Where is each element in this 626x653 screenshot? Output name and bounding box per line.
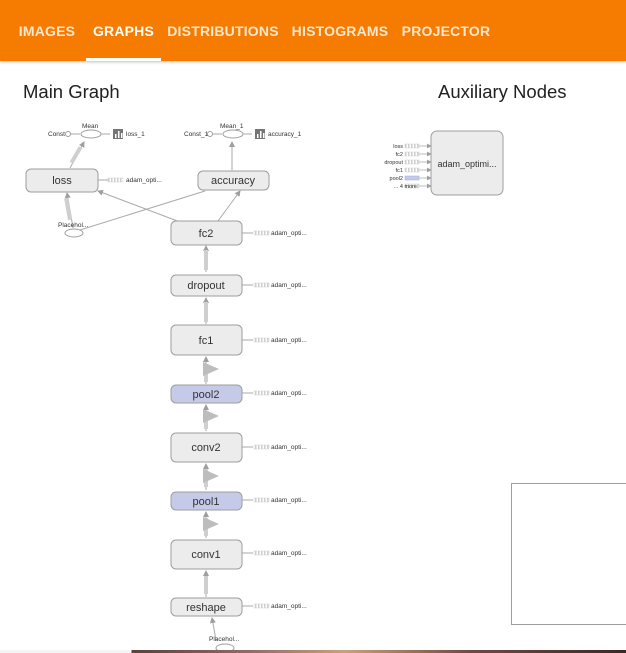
edge-shape-marker (204, 250, 208, 270)
control-dependency-marker (253, 603, 270, 609)
pool2-node-label: pool2 (193, 389, 220, 401)
reshape-node-label: reshape (186, 602, 226, 614)
edge-shape-marker (69, 146, 83, 164)
dropout-node-label: dropout (187, 280, 224, 292)
pool1-node[interactable] (170, 491, 243, 511)
adam-opti-conv1-label: adam_opti... (271, 550, 307, 557)
aux-input-label: fc1 (396, 168, 403, 174)
auxiliary-nodes-title: Auxiliary Nodes (438, 81, 567, 102)
dropout-node[interactable] (170, 274, 243, 297)
conv2-node[interactable] (170, 432, 243, 463)
control-dependency-marker (253, 497, 270, 503)
adam-optimizer-node-label: adam_optimi... (437, 159, 496, 169)
loss-node[interactable] (25, 168, 99, 193)
mean-op-node[interactable] (80, 129, 102, 139)
control-dependency-marker (253, 444, 270, 450)
edge-placeholder-reshape (209, 617, 217, 641)
bottom-edge-strip (0, 650, 626, 653)
adam-opti-conv2-label: adam_opti... (271, 444, 307, 451)
pool1-node-label: pool1 (193, 496, 220, 508)
graph-canvas[interactable]: loss accuracy fc2 dropout fc1 pool2 conv… (0, 61, 626, 653)
adam-optimizer-node[interactable] (430, 130, 504, 196)
conv2-node-label: conv2 (191, 442, 220, 454)
aux-input-label: ... 4 more (394, 184, 417, 190)
adam-opti-pool2-label: adam_opti... (271, 390, 307, 397)
placeholder-label: Placehol... (58, 222, 89, 229)
tab-distributions[interactable]: DISTRIBUTIONS (167, 22, 279, 39)
reshape-node[interactable] (170, 597, 243, 617)
top-navigation-bar: IMAGES GRAPHS DISTRIBUTIONS HISTOGRAMS P… (0, 0, 626, 61)
adam-opti-reshape-label: adam_opti... (271, 603, 307, 610)
tab-images[interactable]: IMAGES (18, 22, 76, 39)
conv1-node-label: conv1 (191, 549, 220, 561)
control-dependency-marker (253, 550, 270, 556)
accuracy-node-label: accuracy (211, 175, 256, 187)
const-1-op-node[interactable] (207, 131, 213, 137)
control-dependency-marker (253, 337, 270, 343)
edge-fc2-accuracy (217, 190, 241, 222)
placeholder-op-node[interactable] (64, 228, 84, 238)
fc1-node[interactable] (170, 324, 243, 356)
aux-pool2-marker (404, 175, 420, 181)
placeholder-bottom-label: Placehol... (209, 636, 240, 643)
edge-placeholder-accuracy (79, 190, 206, 231)
accuracy-1-label: accuracy_1 (268, 131, 302, 138)
edge-shape-marker (64, 197, 72, 221)
pool2-node[interactable] (170, 384, 243, 404)
tab-histograms[interactable]: HISTOGRAMS (291, 22, 389, 39)
big-arrow-icon (203, 362, 219, 376)
big-arrow-icon (203, 409, 219, 423)
loss-1-label: loss_1 (126, 131, 145, 138)
big-arrow-icon (203, 469, 219, 483)
big-arrow-icon (203, 517, 219, 531)
mean-1-label: Mean_1 (220, 123, 244, 130)
tab-projector[interactable]: PROJECTOR (401, 22, 491, 39)
edge-fc2-loss (97, 189, 181, 223)
adam-opti-loss-label: adam_opti... (126, 177, 162, 184)
adam-opti-fc1-label: adam_opti... (271, 337, 307, 344)
aux-input-label: fc2 (396, 152, 403, 158)
graph-minimap[interactable] (511, 483, 626, 625)
control-dependency-marker (107, 177, 124, 183)
fc1-node-label: fc1 (199, 335, 214, 347)
mean-label: Mean (82, 123, 99, 130)
adam-opti-fc2-label: adam_opti... (271, 230, 307, 237)
edge-shape-marker (204, 576, 208, 594)
const-label: Const (48, 131, 65, 138)
aux-input-label: pool2 (390, 176, 403, 182)
active-tab-indicator (86, 58, 161, 61)
const-op-node[interactable] (65, 131, 71, 137)
accuracy-node[interactable] (197, 170, 270, 191)
control-dependency-marker (253, 230, 270, 236)
aux-input-label: dropout (384, 160, 403, 166)
tab-graphs[interactable]: GRAPHS (92, 22, 155, 39)
control-dependency-marker (253, 282, 270, 288)
main-graph-title: Main Graph (23, 81, 120, 102)
edge-shape-marker (204, 302, 208, 322)
control-dependency-marker (253, 390, 270, 396)
loss-node-label: loss (52, 175, 72, 187)
const-1-label: Const_1 (184, 131, 209, 138)
adam-opti-dropout-label: adam_opti... (271, 282, 307, 289)
adam-opti-pool1-label: adam_opti... (271, 497, 307, 504)
aux-input-label: loss (393, 144, 403, 150)
fc2-node-label: fc2 (199, 228, 214, 240)
fc2-node[interactable] (170, 220, 243, 246)
mean-1-op-node[interactable] (222, 129, 244, 139)
conv1-node[interactable] (170, 539, 243, 570)
